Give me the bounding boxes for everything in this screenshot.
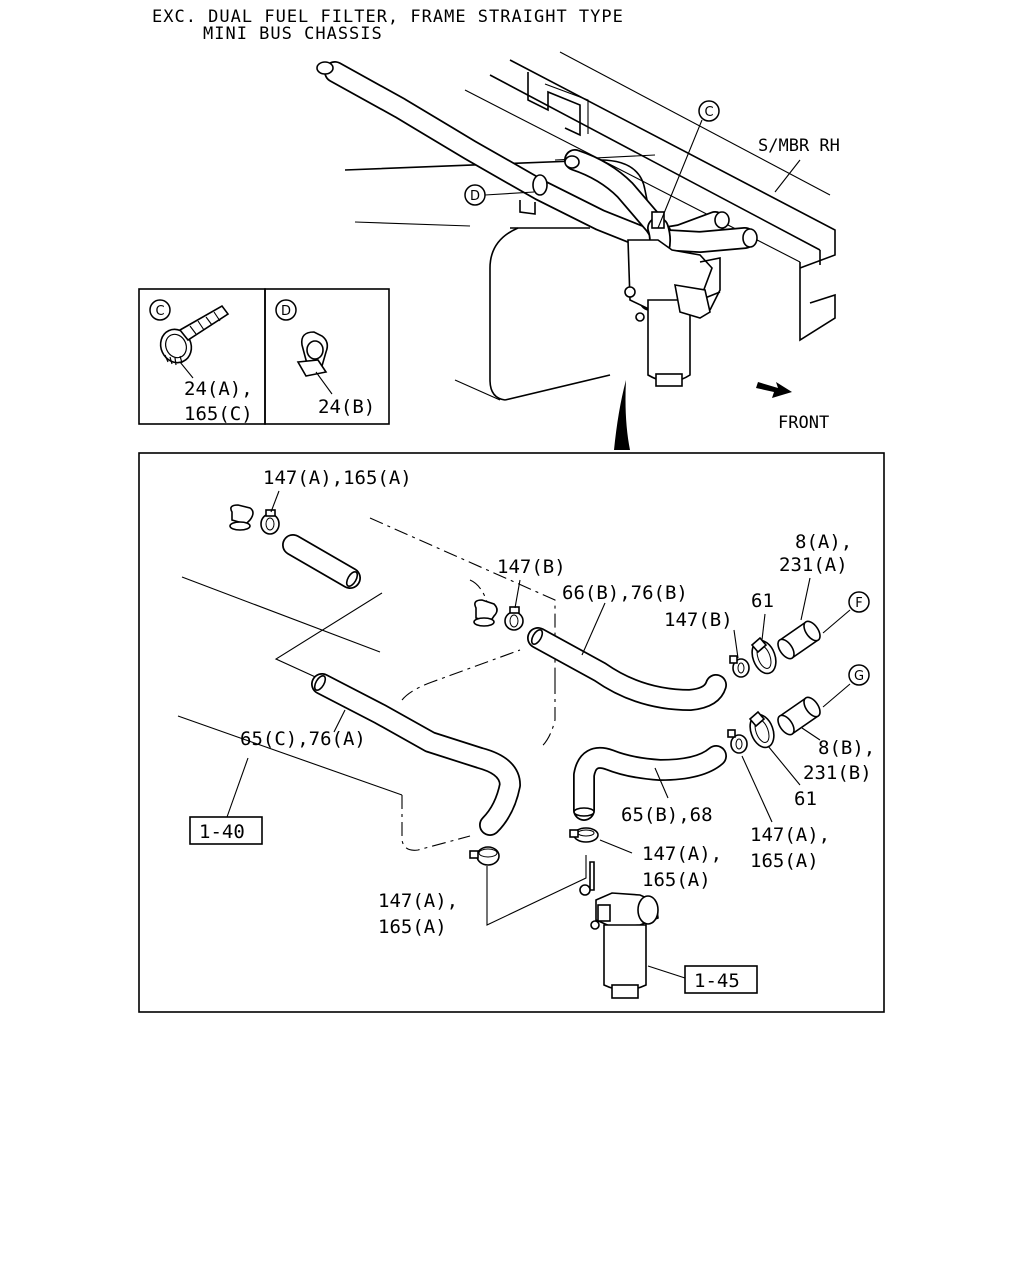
svg-text:1-40: 1-40 [199, 821, 245, 843]
clamp-147a-right-icon [727, 729, 748, 754]
label-147b-left: 147(B) [497, 556, 566, 578]
elbow-fitting-top-icon [229, 504, 254, 531]
inset-box-d: D 24(B) [264, 288, 390, 425]
inset-c-label-2: 165(C) [184, 403, 253, 425]
clamp-147a-mid-icon [569, 827, 599, 843]
label-8b: 8(B), [818, 737, 875, 759]
svg-text:1-45: 1-45 [694, 970, 740, 992]
label-231b: 231(B) [803, 762, 872, 784]
clamp-147b-right-icon [729, 655, 750, 678]
svg-text:D: D [470, 189, 480, 204]
hose-65b-68 [573, 745, 727, 821]
label-147a-165a-top: 147(A),165(A) [263, 467, 412, 489]
label-61-top: 61 [751, 590, 774, 612]
label-165a-mid-1: 165(A) [642, 869, 711, 891]
connector-line-1 [274, 592, 383, 681]
label-147a-mid-1: 147(A), [642, 843, 722, 865]
callout-g-letter: G [854, 669, 864, 684]
svg-text:C: C [704, 105, 713, 120]
label-65b-68: 65(B),68 [621, 804, 713, 826]
overview-callout-c: C [657, 100, 720, 229]
sleeve-8b [777, 696, 821, 736]
inset-c-letter: C [155, 304, 164, 319]
overview-fuel-filter [624, 239, 721, 387]
front-arrow-icon [756, 382, 792, 398]
label-147a-right-1: 147(A), [750, 824, 830, 846]
ref-box-1-45: 1-45 [684, 965, 758, 994]
detail-pointer-icon [614, 380, 630, 450]
label-65c-76a: 65(C),76(A) [240, 728, 366, 750]
label-66b-76b: 66(B),76(B) [562, 582, 688, 604]
inset-d-letter: D [281, 304, 291, 319]
smbr-rh-label: S/MBR RH [758, 136, 840, 156]
cable-tie-clamp-icon [159, 304, 230, 366]
ref-box-1-40: 1-40 [189, 816, 263, 845]
title-line-2: MINI BUS CHASSIS [203, 24, 383, 44]
clamp-147a-left-icon [469, 846, 500, 866]
hose-66b-76b [527, 627, 727, 711]
label-147a-left-1: 147(A), [378, 890, 458, 912]
front-label: FRONT [778, 413, 829, 433]
detail-fuel-filter [579, 861, 659, 999]
label-8a: 8(A), [795, 531, 852, 553]
clamp-147b-left-icon [504, 606, 524, 631]
hose-segment-top [282, 534, 361, 589]
overview-drawing: C D S/MBR RH FRONT [316, 51, 840, 450]
label-231a: 231(A) [779, 554, 848, 576]
smbr-leader [774, 159, 801, 193]
sleeve-8a [777, 620, 821, 660]
detail-box: 147(A),165(A) 65(C),76(A) 1-40 147(A), 1… [138, 452, 885, 1013]
inset-box-c: C 24(A), 165(C) [138, 288, 266, 425]
label-147b-right: 147(B) [664, 609, 733, 631]
clamp-147a-top-icon [260, 509, 280, 535]
label-165a-right-1: 165(A) [750, 850, 819, 872]
label-61-bottom: 61 [794, 788, 817, 810]
label-165a-left-1: 165(A) [378, 916, 447, 938]
clamp-61-top-icon [750, 636, 777, 675]
callout-g [848, 664, 870, 686]
p-clip-icon [296, 331, 329, 377]
elbow-fitting-mid-icon [473, 599, 498, 627]
inset-c-label-1: 24(A), [184, 378, 253, 400]
clamp-61-bottom-icon [748, 710, 775, 749]
connector-line-2 [486, 855, 587, 926]
inset-d-label: 24(B) [318, 396, 375, 418]
callout-f-letter: F [855, 596, 862, 611]
title-line-1: EXC. DUAL FUEL FILTER, FRAME STRAIGHT TY… [152, 7, 624, 27]
overview-callout-d: D [464, 184, 535, 206]
hose-65c-76a [311, 673, 521, 836]
callout-f [848, 591, 870, 613]
